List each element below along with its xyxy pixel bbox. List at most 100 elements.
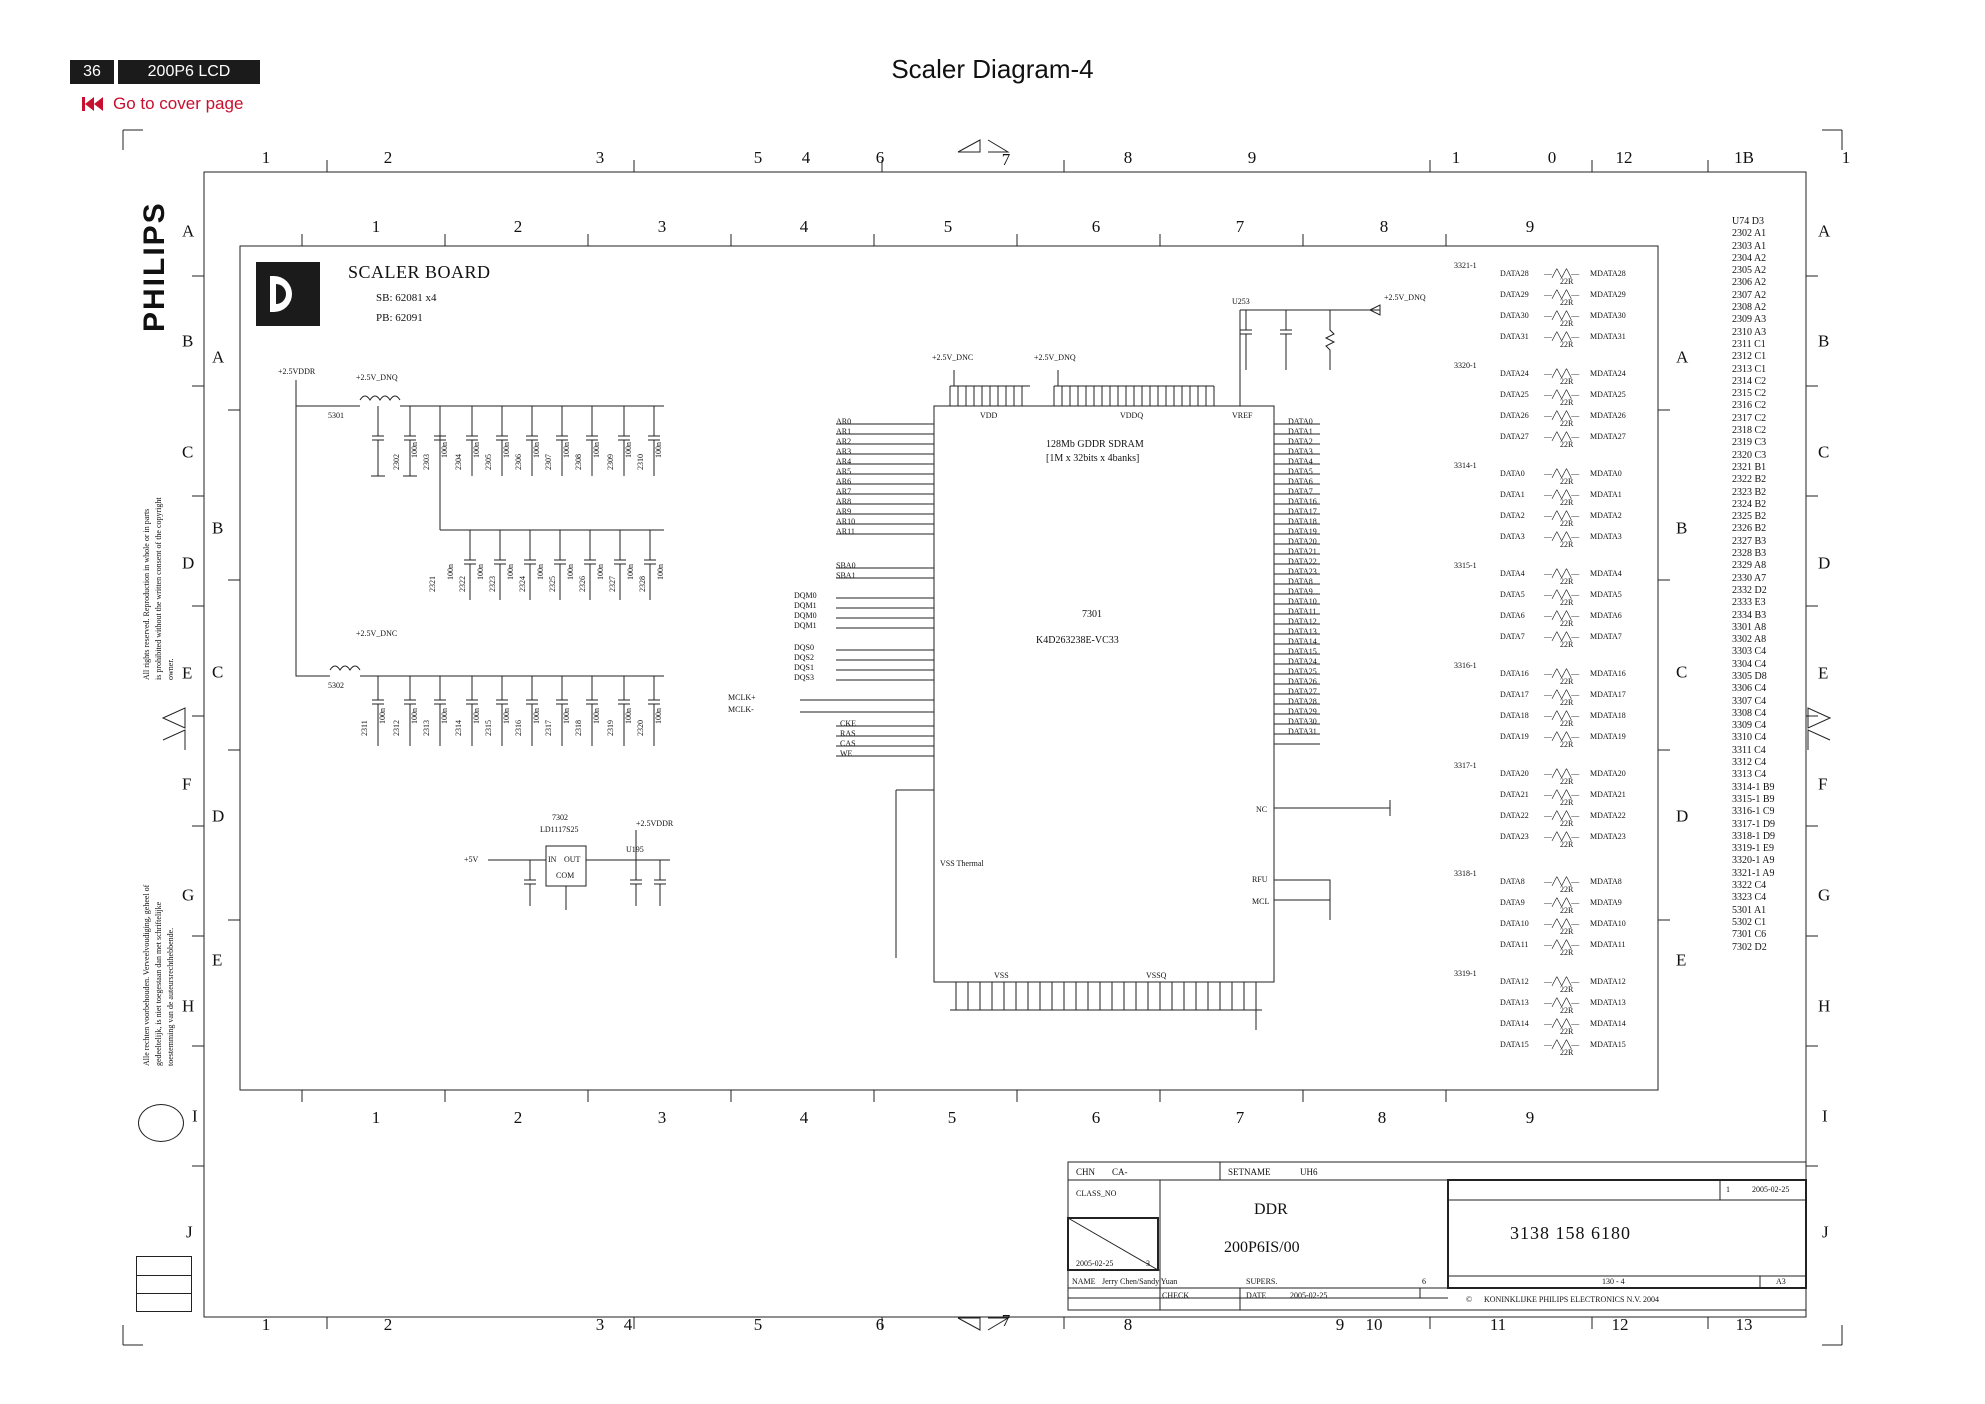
cap-value: 100n <box>502 442 511 458</box>
ba-net-SBA0: SBA0 <box>836 561 856 570</box>
res-array-in: DATA22 <box>1500 811 1529 820</box>
resistor-symbol-icon: —╱╲╱╲— <box>1544 790 1580 799</box>
power-vdnc-label: +2.5V_DNC <box>356 629 398 638</box>
cap-ref-2325: 2325 <box>548 576 557 592</box>
resistor-symbol-icon: —╱╲╱╲— <box>1544 998 1580 1007</box>
res-array-out: MDATA23 <box>1590 832 1626 841</box>
dqm-net: DQM0 <box>794 591 817 600</box>
inner-bcol-6: 6 <box>1091 1108 1101 1127</box>
tb-setname: UH6 <box>1300 1167 1318 1177</box>
cap-ref-2309: 2309 <box>606 454 615 470</box>
cap-ref-2307: 2307 <box>544 454 553 470</box>
outer-col-8: 8 <box>1123 148 1133 167</box>
tb-check-label: CHECK <box>1162 1291 1190 1300</box>
resistor-symbol-icon: —╱╲╱╲— <box>1544 511 1580 520</box>
resistor-symbol-icon: —╱╲╱╲— <box>1544 832 1580 841</box>
data-net-DATA29: DATA29 <box>1288 707 1317 716</box>
res-array-in: DATA8 <box>1500 877 1525 886</box>
dqs-net: DQS2 <box>794 653 815 662</box>
res-array-out: MDATA12 <box>1590 977 1626 986</box>
resistor-symbol-icon: —╱╲╱╲— <box>1544 940 1580 949</box>
inner-col-4: 4 <box>799 217 809 236</box>
outer-bcol-7: 7 <box>1001 1311 1011 1330</box>
cap-value: 100n <box>532 708 541 724</box>
res-array-in: DATA7 <box>1500 632 1525 641</box>
cap-value: 100n <box>562 708 571 724</box>
outer-col-12: 12 <box>1615 148 1633 167</box>
tb-date-label: DATE <box>1246 1291 1267 1300</box>
res-array-in: DATA25 <box>1500 390 1529 399</box>
cap-value: 100n <box>624 442 633 458</box>
cap-ref-2315: 2315 <box>484 720 493 736</box>
ctl-net-CKE: CKE <box>840 719 856 728</box>
resistor-symbol-icon: —╱╲╱╲— <box>1544 919 1580 928</box>
cap-value: 100n <box>656 564 665 580</box>
outer-col-5: 5 <box>753 148 763 167</box>
power-vdnq-label: +2.5V_DNQ <box>356 373 398 382</box>
data-net-DATA12: DATA12 <box>1288 617 1317 626</box>
cap-ref-2314: 2314 <box>454 720 463 736</box>
res-array-in: DATA19 <box>1500 732 1529 741</box>
resistor-symbol-icon: —╱╲╱╲— <box>1544 1019 1580 1028</box>
outer-col-4: 4 <box>801 148 811 167</box>
addr-net-AR11: AR11 <box>836 527 855 536</box>
tb-name: Jerry Chen/Sandy Yuan <box>1102 1277 1178 1286</box>
regulator-ref: 7302 <box>552 813 568 822</box>
res-array-out: MDATA13 <box>1590 998 1626 1007</box>
data-net-DATA14: DATA14 <box>1288 637 1317 646</box>
res-array-ref: 3319-1 <box>1454 969 1477 978</box>
philips-shield-icon <box>138 1104 184 1142</box>
sdram-desc2: [1M x 32bits x 4banks] <box>1046 453 1140 464</box>
inner-bcol-9: 9 <box>1525 1108 1535 1127</box>
dqs-net: DQS3 <box>794 673 815 682</box>
res-array-out: MDATA22 <box>1590 811 1626 820</box>
tb-sheet-small: 3 <box>1146 1259 1150 1268</box>
cap-value: 100n <box>440 442 449 458</box>
res-array-out: MDATA26 <box>1590 411 1626 420</box>
tb-name1: DDR <box>1254 1201 1288 1218</box>
res-array-out: MDATA1 <box>1590 490 1622 499</box>
inner-row-e: E <box>212 950 223 970</box>
cover-link-label: Go to cover page <box>113 94 244 113</box>
addr-net-AR7: AR7 <box>836 487 852 496</box>
res-array-ref: 3316-1 <box>1454 661 1477 670</box>
resistor-symbol-icon: —╱╲╱╲— <box>1544 769 1580 778</box>
res-value: 22R <box>1560 840 1574 849</box>
data-net-DATA30: DATA30 <box>1288 717 1317 726</box>
dqm-net: DQM0 <box>794 611 817 620</box>
go-to-cover-link[interactable]: Go to cover page <box>82 94 243 114</box>
sdram-mcl: MCL <box>1252 897 1270 906</box>
resistor-symbol-icon: —╱╲╱╲— <box>1544 490 1580 499</box>
cap-value: 100n <box>566 564 575 580</box>
res-array-out: MDATA30 <box>1590 311 1626 320</box>
res-array-in: DATA5 <box>1500 590 1525 599</box>
resistor-symbol-icon: —╱╲╱╲— <box>1544 611 1580 620</box>
resistor-symbol-icon: —╱╲╱╲— <box>1544 332 1580 341</box>
page-title: Scaler Diagram-4 <box>891 54 1094 84</box>
data-net-DATA15: DATA15 <box>1288 647 1317 656</box>
res-array-in: DATA4 <box>1500 569 1525 578</box>
addr-net-AR2: AR2 <box>836 437 852 446</box>
dqs-net: DQS1 <box>794 663 815 672</box>
cap-value: 100n <box>476 564 485 580</box>
inner-col-5: 5 <box>943 217 953 236</box>
tb-sheet-of: 130 - 4 <box>1602 1277 1625 1286</box>
addr-net-AR3: AR3 <box>836 447 852 456</box>
res-array-ref: 3314-1 <box>1454 461 1477 470</box>
inner-row-d: D <box>212 806 225 826</box>
resistor-symbol-icon: —╱╲╱╲— <box>1544 877 1580 886</box>
cap-ref-2304: 2304 <box>454 454 463 470</box>
outer-rrow-f: F <box>1818 774 1828 794</box>
res-array-ref: 3320-1 <box>1454 361 1477 370</box>
res-array-out: MDATA14 <box>1590 1019 1626 1028</box>
cap-value: 100n <box>654 708 663 724</box>
res-array-in: DATA15 <box>1500 1040 1529 1049</box>
resistor-symbol-icon: —╱╲╱╲— <box>1544 369 1580 378</box>
res-value: 22R <box>1560 906 1574 915</box>
inner-bcol-8: 8 <box>1377 1108 1387 1127</box>
res-value: 22R <box>1560 719 1574 728</box>
inductor-5301: 5301 <box>328 411 344 420</box>
sdram-part: K4D263238E-VC33 <box>1036 635 1119 646</box>
cap-value: 100n <box>446 564 455 580</box>
